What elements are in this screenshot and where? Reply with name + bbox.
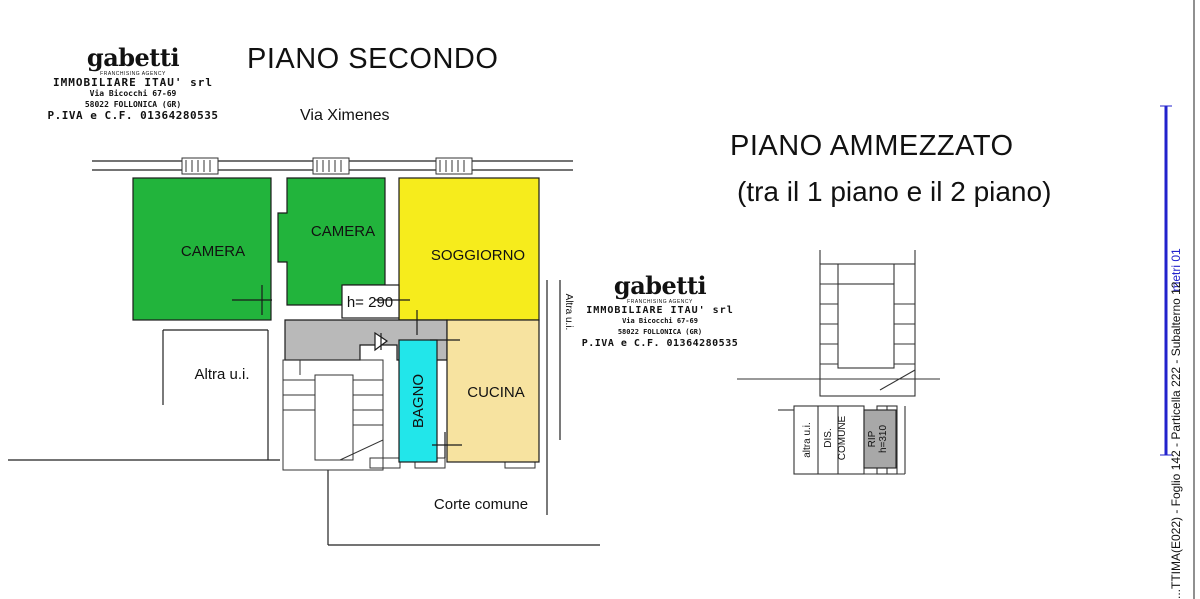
scale-label: metri 01 [1169, 248, 1183, 292]
label-rip-height: h=310 [878, 425, 889, 454]
logo-vat: P.IVA e C.F. 01364280535 [47, 109, 219, 122]
label-bagno: BAGNO [410, 374, 427, 428]
logo-city: 58022 FOLLONICA (GR) [617, 328, 703, 336]
label-comune: COMUNE [837, 415, 848, 460]
logo-tagline: FRANCHISING AGENCY [100, 71, 166, 77]
room-camera-1 [132, 177, 272, 321]
plan-title-mezzanine: PIANO AMMEZZATO [730, 130, 1014, 162]
logo-address: Via Bicocchi 67-69 [89, 89, 177, 98]
room-bagno [398, 339, 438, 463]
side-strip: metri 01 ...TTIMA(E022) - Foglio 142 - P… [1160, 0, 1195, 599]
logo-brand: gabetti [613, 271, 707, 300]
room-camera-2 [277, 177, 386, 306]
logo-vat: P.IVA e C.F. 01364280535 [581, 338, 739, 349]
staircase [282, 359, 384, 471]
label-cucina: CUCINA [467, 384, 525, 401]
label-height: h= 290 [347, 294, 393, 311]
label-dis: DIS. [823, 428, 834, 447]
room-height-strip [341, 284, 400, 319]
label-soggiorno: SOGGIORNO [431, 247, 525, 264]
room-cucina [446, 319, 540, 463]
plan-subtitle-mezzanine: (tra il 1 piano e il 2 piano) [737, 176, 1052, 207]
cadastral-reference: ...TTIMA(E022) - Foglio 142 - Particella… [1169, 281, 1183, 599]
label-courtyard: Corte comune [434, 496, 528, 513]
floor-plan-mezzanine: altra u.i. DIS. COMUNE RIP h=310 [737, 250, 940, 475]
street-label: Via Ximenes [300, 107, 390, 124]
label-side-unit: Altra u.i. [563, 294, 574, 331]
room-soggiorno [398, 177, 540, 321]
label-rip: RIP [867, 430, 878, 447]
room-rip [863, 409, 897, 469]
floor-plan-second: ga [8, 157, 600, 546]
logo-company: IMMOBILIARE ITAU' srl [52, 76, 214, 89]
label-other-unit: Altra u.i. [194, 366, 249, 383]
logo-company: IMMOBILIARE ITAU' srl [586, 305, 734, 316]
gabetti-logo: gabetti FRANCHISING AGENCY IMMOBILIARE I… [28, 43, 238, 122]
label-camera-1: CAMERA [181, 243, 245, 260]
plan-title-second-floor: PIANO SECONDO [247, 43, 499, 75]
gabetti-logo-2: gabetti FRANCHISING AGENCY IMMOBILIARE I… [570, 271, 750, 350]
label-altra-ui: altra u.i. [802, 422, 813, 458]
logo-brand: gabetti [86, 43, 180, 72]
label-camera-2: CAMERA [311, 223, 375, 240]
logo-tagline: FRANCHISING AGENCY [627, 299, 693, 305]
logo-city: 58022 FOLLONICA (GR) [84, 100, 182, 109]
logo-address: Via Bicocchi 67-69 [622, 317, 698, 325]
